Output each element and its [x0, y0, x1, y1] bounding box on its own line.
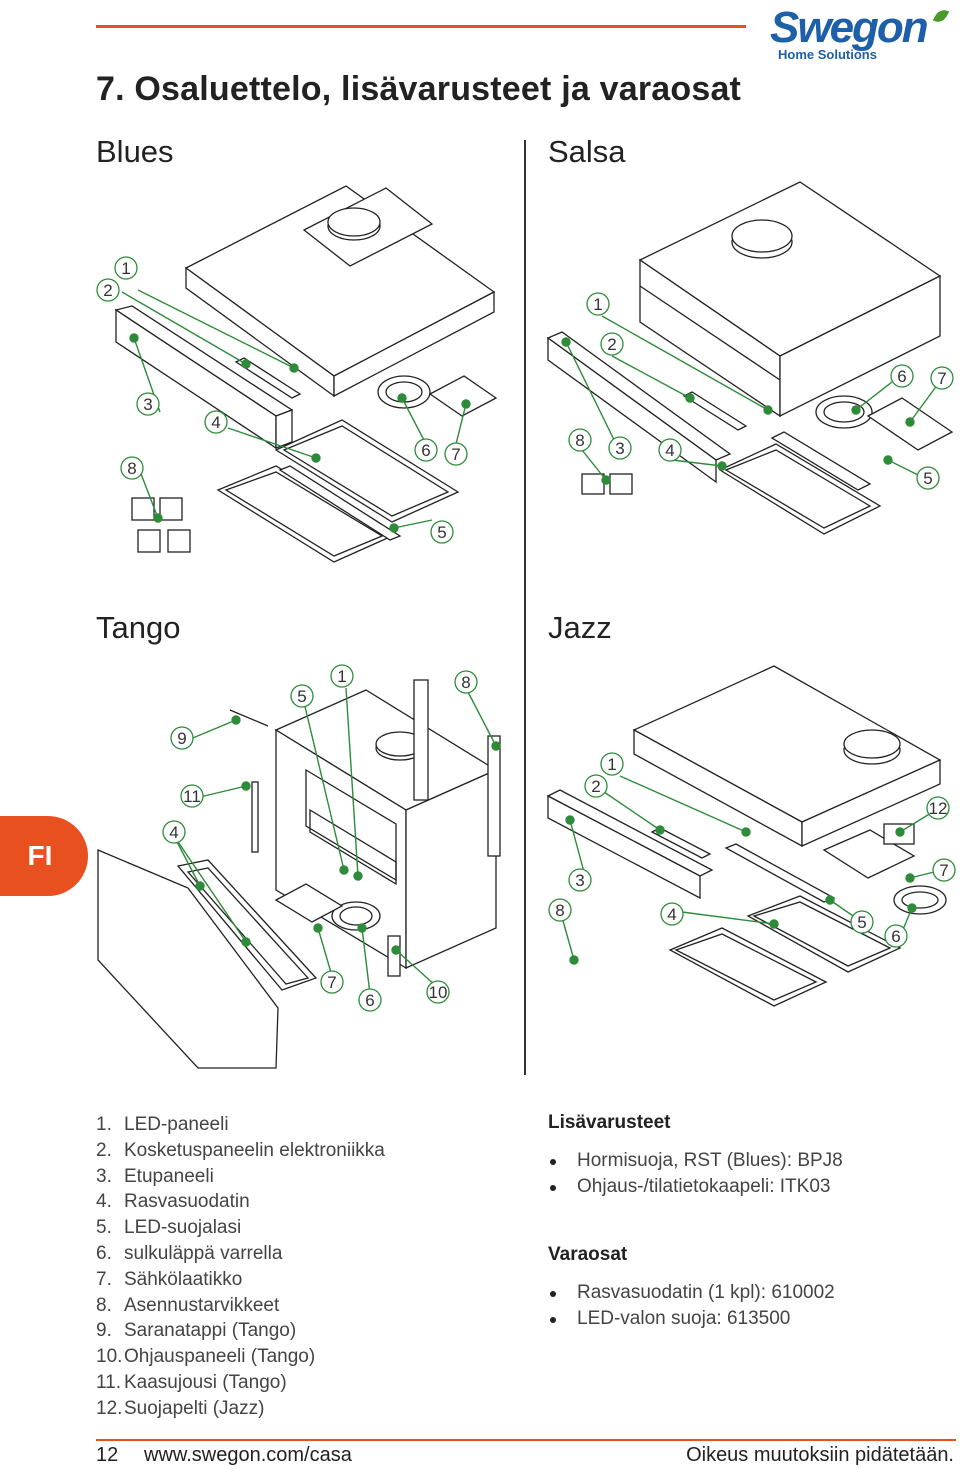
blues-callout-7: 7 — [451, 445, 460, 464]
blues-callout-5: 5 — [437, 523, 446, 542]
jazz-callout-8: 8 — [555, 901, 564, 920]
list-item: 12.Suojapelti (Jazz) — [96, 1397, 265, 1419]
list-item: 9.Saranatappi (Tango) — [96, 1320, 297, 1342]
salsa-callout-4: 4 — [665, 441, 674, 460]
jazz-callout-5: 5 — [857, 913, 866, 932]
spare-parts-heading: Varaosat — [548, 1244, 628, 1265]
blues-callout-2: 2 — [103, 281, 112, 300]
footer-note: Oikeus muutoksiin pidätetään. — [686, 1444, 954, 1466]
language-tab: FI — [0, 816, 88, 896]
blues-callout-6: 6 — [421, 441, 430, 460]
list-item: 3.Etupaneeli — [96, 1165, 214, 1187]
leaf-icon — [932, 6, 950, 26]
section-label-salsa: Salsa — [548, 134, 626, 169]
top-rule — [96, 25, 746, 28]
jazz-callout-3: 3 — [575, 871, 584, 890]
tango-callout-9: 9 — [177, 729, 186, 748]
list-item: 6.sulkuläppä varrella — [96, 1242, 283, 1264]
tango-callout-4: 4 — [169, 823, 178, 842]
accessories-heading: Lisävarusteet — [548, 1112, 671, 1133]
bottom-rule — [96, 1439, 956, 1441]
footer-url[interactable]: www.swegon.com/casa — [144, 1444, 352, 1466]
salsa-callout-3: 3 — [615, 439, 624, 458]
tango-callout-7: 7 — [327, 973, 336, 992]
tango-callout-11: 11 — [183, 787, 201, 806]
blues-callout-3: 3 — [143, 395, 152, 414]
section-label-blues: Blues — [96, 134, 174, 169]
salsa-exploded-diagram: 1 2 3 4 5 6 7 8 — [546, 181, 954, 535]
list-item: Ohjaus-/tilatietokaapeli: ITK03 — [548, 1174, 958, 1200]
salsa-callout-1: 1 — [593, 295, 602, 314]
tango-callout-1: 1 — [337, 667, 346, 686]
blues-callout-8: 8 — [127, 459, 136, 478]
salsa-callout-2: 2 — [607, 335, 616, 354]
tango-callout-6: 6 — [365, 991, 374, 1010]
list-item: Rasvasuodatin (1 kpl): 610002 — [548, 1280, 958, 1306]
list-item: 11.Kaasujousi (Tango) — [96, 1371, 287, 1393]
list-item: Hormisuoja, RST (Blues): BPJ8 — [548, 1148, 958, 1174]
jazz-callout-2: 2 — [591, 777, 600, 796]
blues-callout-1: 1 — [121, 259, 130, 278]
salsa-callout-8: 8 — [575, 431, 584, 450]
list-item: 7.Sähkölaatikko — [96, 1268, 243, 1290]
accessories-list: Hormisuoja, RST (Blues): BPJ8 Ohjaus-/ti… — [548, 1148, 958, 1200]
tango-exploded-diagram: 1 4 5 6 7 8 9 10 11 — [97, 664, 501, 1069]
tango-callout-5: 5 — [297, 687, 306, 706]
swegon-logo: Swegon Home Solutions — [770, 6, 950, 64]
salsa-callout-6: 6 — [897, 367, 906, 386]
list-item: LED-valon suoja: 613500 — [548, 1306, 958, 1332]
logo-wordmark: Swegon — [770, 3, 929, 52]
jazz-callout-7: 7 — [939, 861, 948, 880]
list-item: 1.LED-paneeli — [96, 1114, 229, 1135]
spare-parts-list: Rasvasuodatin (1 kpl): 610002 LED-valon … — [548, 1280, 958, 1332]
jazz-callout-6: 6 — [891, 927, 900, 946]
accessories-section: Lisävarusteet Hormisuoja, RST (Blues): B… — [548, 1112, 958, 1200]
tango-callout-10: 10 — [429, 983, 448, 1002]
section-label-tango: Tango — [96, 610, 181, 645]
column-divider — [524, 140, 526, 1075]
list-item: 5.LED-suojalasi — [96, 1217, 242, 1239]
salsa-callout-5: 5 — [923, 469, 932, 488]
list-item: 10.Ohjauspaneeli (Tango) — [96, 1346, 316, 1368]
list-item: 8.Asennustarvikkeet — [96, 1294, 280, 1316]
blues-exploded-diagram: 1 2 3 4 5 6 7 8 — [96, 185, 498, 563]
jazz-exploded-diagram: 1 2 3 4 5 6 7 8 12 — [546, 665, 956, 1007]
page-title: 7. Osaluettelo, lisävarusteet ja varaosa… — [96, 70, 742, 108]
list-item: 4.Rasvasuodatin — [96, 1191, 250, 1213]
jazz-callout-12: 12 — [929, 799, 948, 818]
spare-parts-section: Varaosat Rasvasuodatin (1 kpl): 610002 L… — [548, 1244, 958, 1332]
blues-callout-4: 4 — [211, 413, 220, 432]
jazz-callout-4: 4 — [667, 905, 676, 924]
tango-callout-8: 8 — [461, 673, 470, 692]
jazz-callout-1: 1 — [607, 755, 616, 774]
salsa-callout-7: 7 — [937, 369, 946, 388]
section-label-jazz: Jazz — [548, 610, 612, 645]
page-number: 12 — [96, 1444, 119, 1466]
parts-list: 1.LED-paneeli 2.Kosketuspaneelin elektro… — [96, 1112, 516, 1422]
list-item: 2.Kosketuspaneelin elektroniikka — [96, 1139, 385, 1161]
logo-subtitle: Home Solutions — [778, 47, 877, 62]
